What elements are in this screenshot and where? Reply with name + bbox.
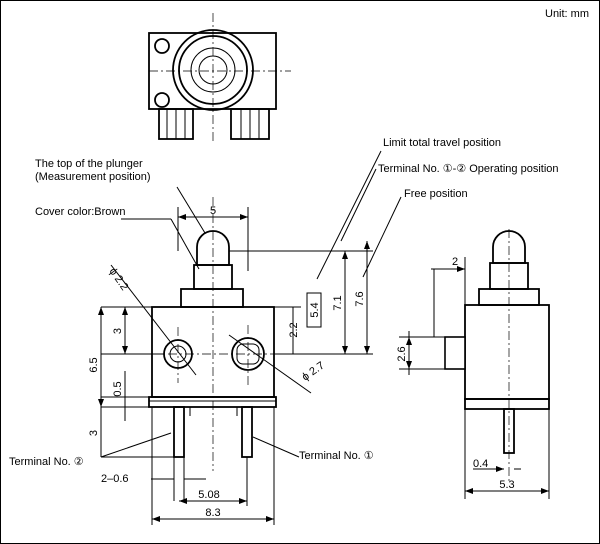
dim-7-6: 7.6 (354, 291, 366, 306)
side-dimensions: 2 2.6 0.4 5.3 (396, 256, 550, 499)
top-view (148, 13, 291, 141)
side-view (444, 229, 550, 481)
dim-5-4: 5.4 (309, 302, 321, 317)
dim-6-5: 6.5 (88, 357, 100, 372)
dim-side-0-4: 0.4 (473, 458, 488, 470)
dim-side-5-3: 5.3 (499, 479, 514, 491)
dim-8-3: 8.3 (205, 507, 220, 519)
label-measurement-position: (Measurement position) (35, 171, 151, 183)
dim-2-2: 2.2 (288, 322, 300, 337)
dim-dia-2-2: ϕ 2.2 (107, 266, 131, 293)
side-body (464, 304, 550, 400)
label-limit-total-travel: Limit total travel position (383, 137, 501, 149)
dim-3-upper: 3 (112, 328, 124, 334)
dim-side-2: 2 (452, 256, 458, 268)
label-plunger-top: The top of the plunger (35, 158, 143, 170)
dim-2-0-6: 2–0.6 (101, 473, 129, 485)
front-view (148, 197, 301, 471)
label-terminal-2: Terminal No. ② (9, 456, 84, 468)
dim-width-5: 5 (210, 205, 216, 217)
side-plunger (492, 230, 526, 264)
terminal-2 (173, 406, 185, 458)
dim-side-2-6: 2.6 (396, 346, 408, 361)
dim-dia-2-7: ϕ 2.7 (300, 360, 327, 384)
terminal-1 (241, 406, 253, 458)
dim-0-5: 0.5 (112, 381, 124, 396)
label-free-position: Free position (404, 188, 468, 200)
dim-7-1: 7.1 (332, 295, 344, 310)
label-terminal-1: Terminal No. ① (299, 450, 374, 462)
dim-5-08: 5.08 (198, 489, 219, 501)
plunger (196, 230, 230, 266)
label-cover-color: Cover color:Brown (35, 206, 125, 218)
unit-label: Unit: mm (545, 8, 589, 20)
dim-3-lower: 3 (88, 430, 100, 436)
label-operating-position: Terminal No. ①-② Operating position (378, 163, 559, 175)
